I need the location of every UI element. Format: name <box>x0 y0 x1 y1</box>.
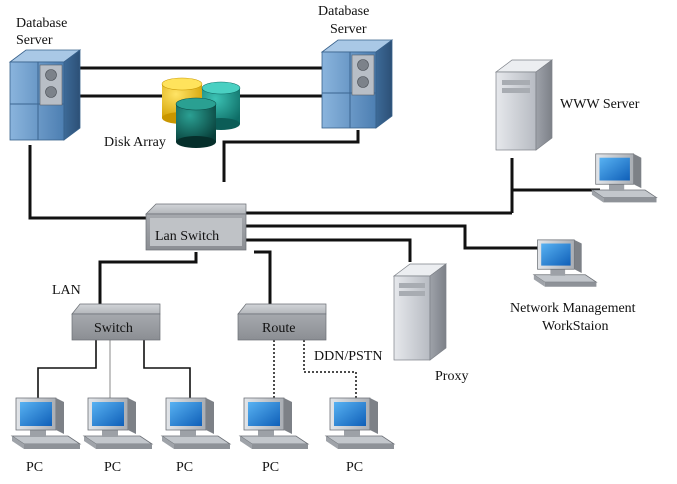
route-label: Route <box>262 321 295 336</box>
proxy-label: Proxy <box>435 369 468 384</box>
database-server-left[interactable] <box>8 49 82 141</box>
switch-label: Switch <box>94 321 133 336</box>
workstation-monitor-icon[interactable] <box>591 153 657 203</box>
pc-4-monitor-icon[interactable] <box>239 397 309 450</box>
database-server-left-label-2: Server <box>16 33 53 48</box>
pc-4-label: PC <box>262 460 279 475</box>
database-server-right-label: Database <box>318 4 369 19</box>
pc-2-label: PC <box>104 460 121 475</box>
database-server-left-label: Database <box>16 16 67 31</box>
connections <box>28 66 600 398</box>
route[interactable] <box>237 303 327 341</box>
pc-3-monitor-icon[interactable] <box>161 397 231 450</box>
switch[interactable] <box>71 303 161 341</box>
pc-5-monitor-icon[interactable] <box>325 397 395 450</box>
pc-1-label: PC <box>26 460 43 475</box>
pc-2-monitor-icon[interactable] <box>83 397 153 450</box>
disk-array-label: Disk Array <box>104 135 166 150</box>
ddn-pstn-label: DDN/PSTN <box>314 349 382 364</box>
www-server[interactable] <box>494 59 554 151</box>
lan-label: LAN <box>52 283 81 298</box>
www-server-label: WWW Server <box>560 97 640 112</box>
network-management-label-2: WorkStaion <box>542 319 609 334</box>
network-management-monitor-icon[interactable] <box>533 239 597 288</box>
lan-switch[interactable] <box>145 203 247 251</box>
disk-array[interactable] <box>161 77 241 148</box>
database-server-right[interactable] <box>320 39 394 129</box>
proxy-server[interactable] <box>392 263 448 361</box>
network-management-label: Network Management <box>510 301 636 316</box>
pc-3-label: PC <box>176 460 193 475</box>
lan-switch-label: Lan Switch <box>155 229 219 244</box>
database-server-right-label-2: Server <box>330 22 367 37</box>
pc-5-label: PC <box>346 460 363 475</box>
pc-1-monitor-icon[interactable] <box>11 397 81 450</box>
